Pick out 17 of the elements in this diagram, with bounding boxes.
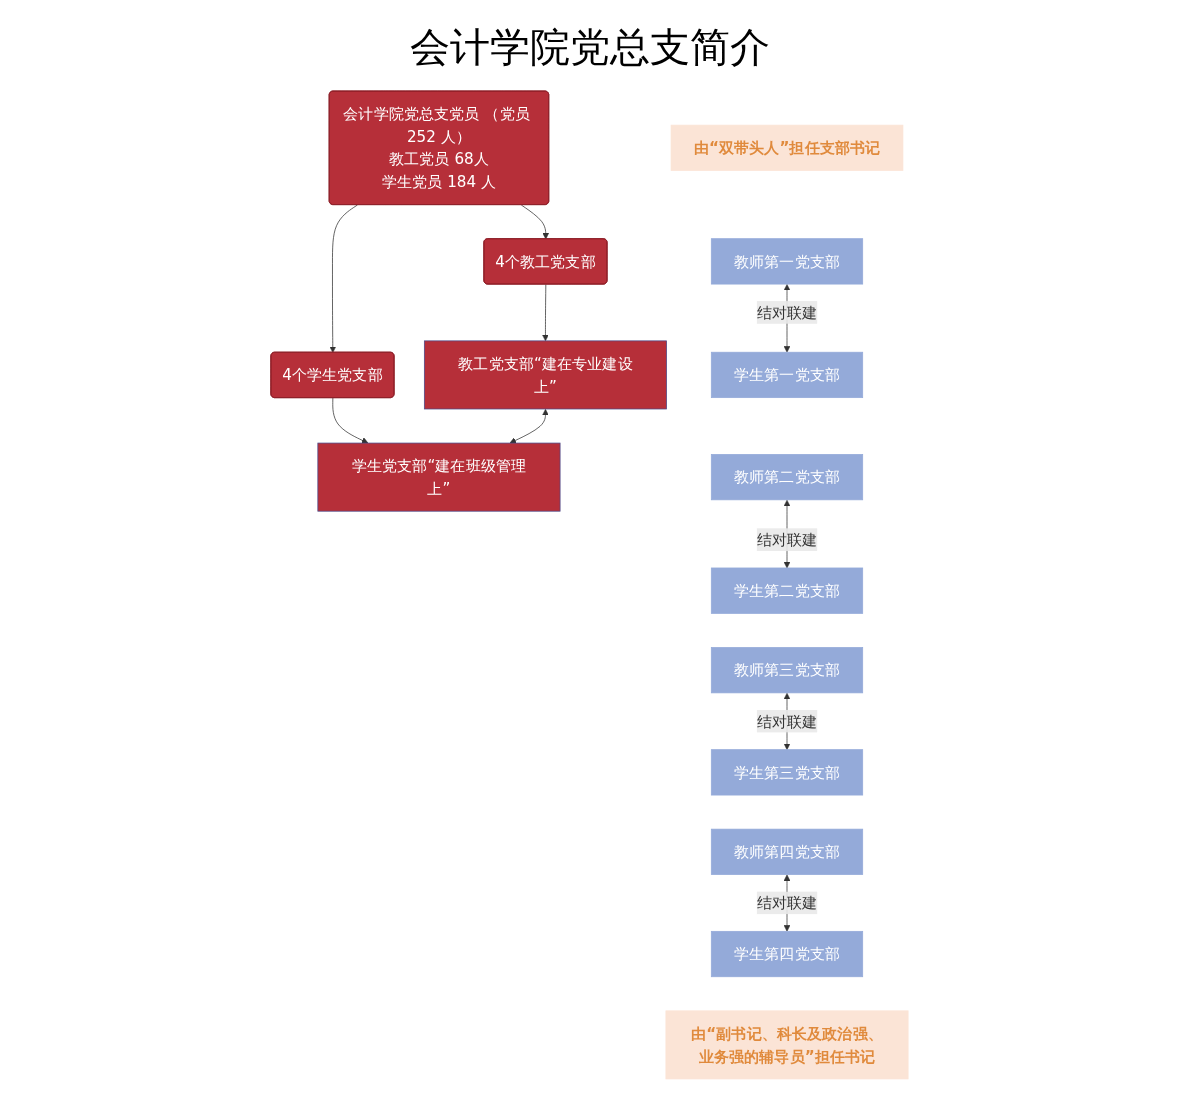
edge-label: 结对联建 xyxy=(756,712,818,731)
node-box: 学生第四党支部 xyxy=(710,930,864,978)
diagram-title: 会计学院党总支简介 xyxy=(408,23,771,72)
node-box: 由“副书记、科长及政治强、业务强的辅导员”担任书记 xyxy=(665,1010,909,1080)
edge-label: 结对联建 xyxy=(756,530,818,549)
node-box: 学生第一党支部 xyxy=(710,351,864,398)
node-box: 教工党支部“建在专业建设上” xyxy=(423,340,667,410)
node-box: 学生第二党支部 xyxy=(710,567,864,614)
node-box: 教师第四党支部 xyxy=(710,828,864,875)
node-box: 教师第一党支部 xyxy=(710,238,864,285)
node-box: 由“双带头人”担任支部书记 xyxy=(670,124,904,171)
edge-label: 结对联建 xyxy=(756,893,818,913)
node-box: 教师第二党支部 xyxy=(710,454,864,501)
node-box: 学生第三党支部 xyxy=(710,749,864,796)
edge-label: 结对联建 xyxy=(756,303,818,322)
node-box: 学生党支部“建在班级管理上” xyxy=(317,442,561,512)
node-box: 教师第三党支部 xyxy=(710,647,864,694)
